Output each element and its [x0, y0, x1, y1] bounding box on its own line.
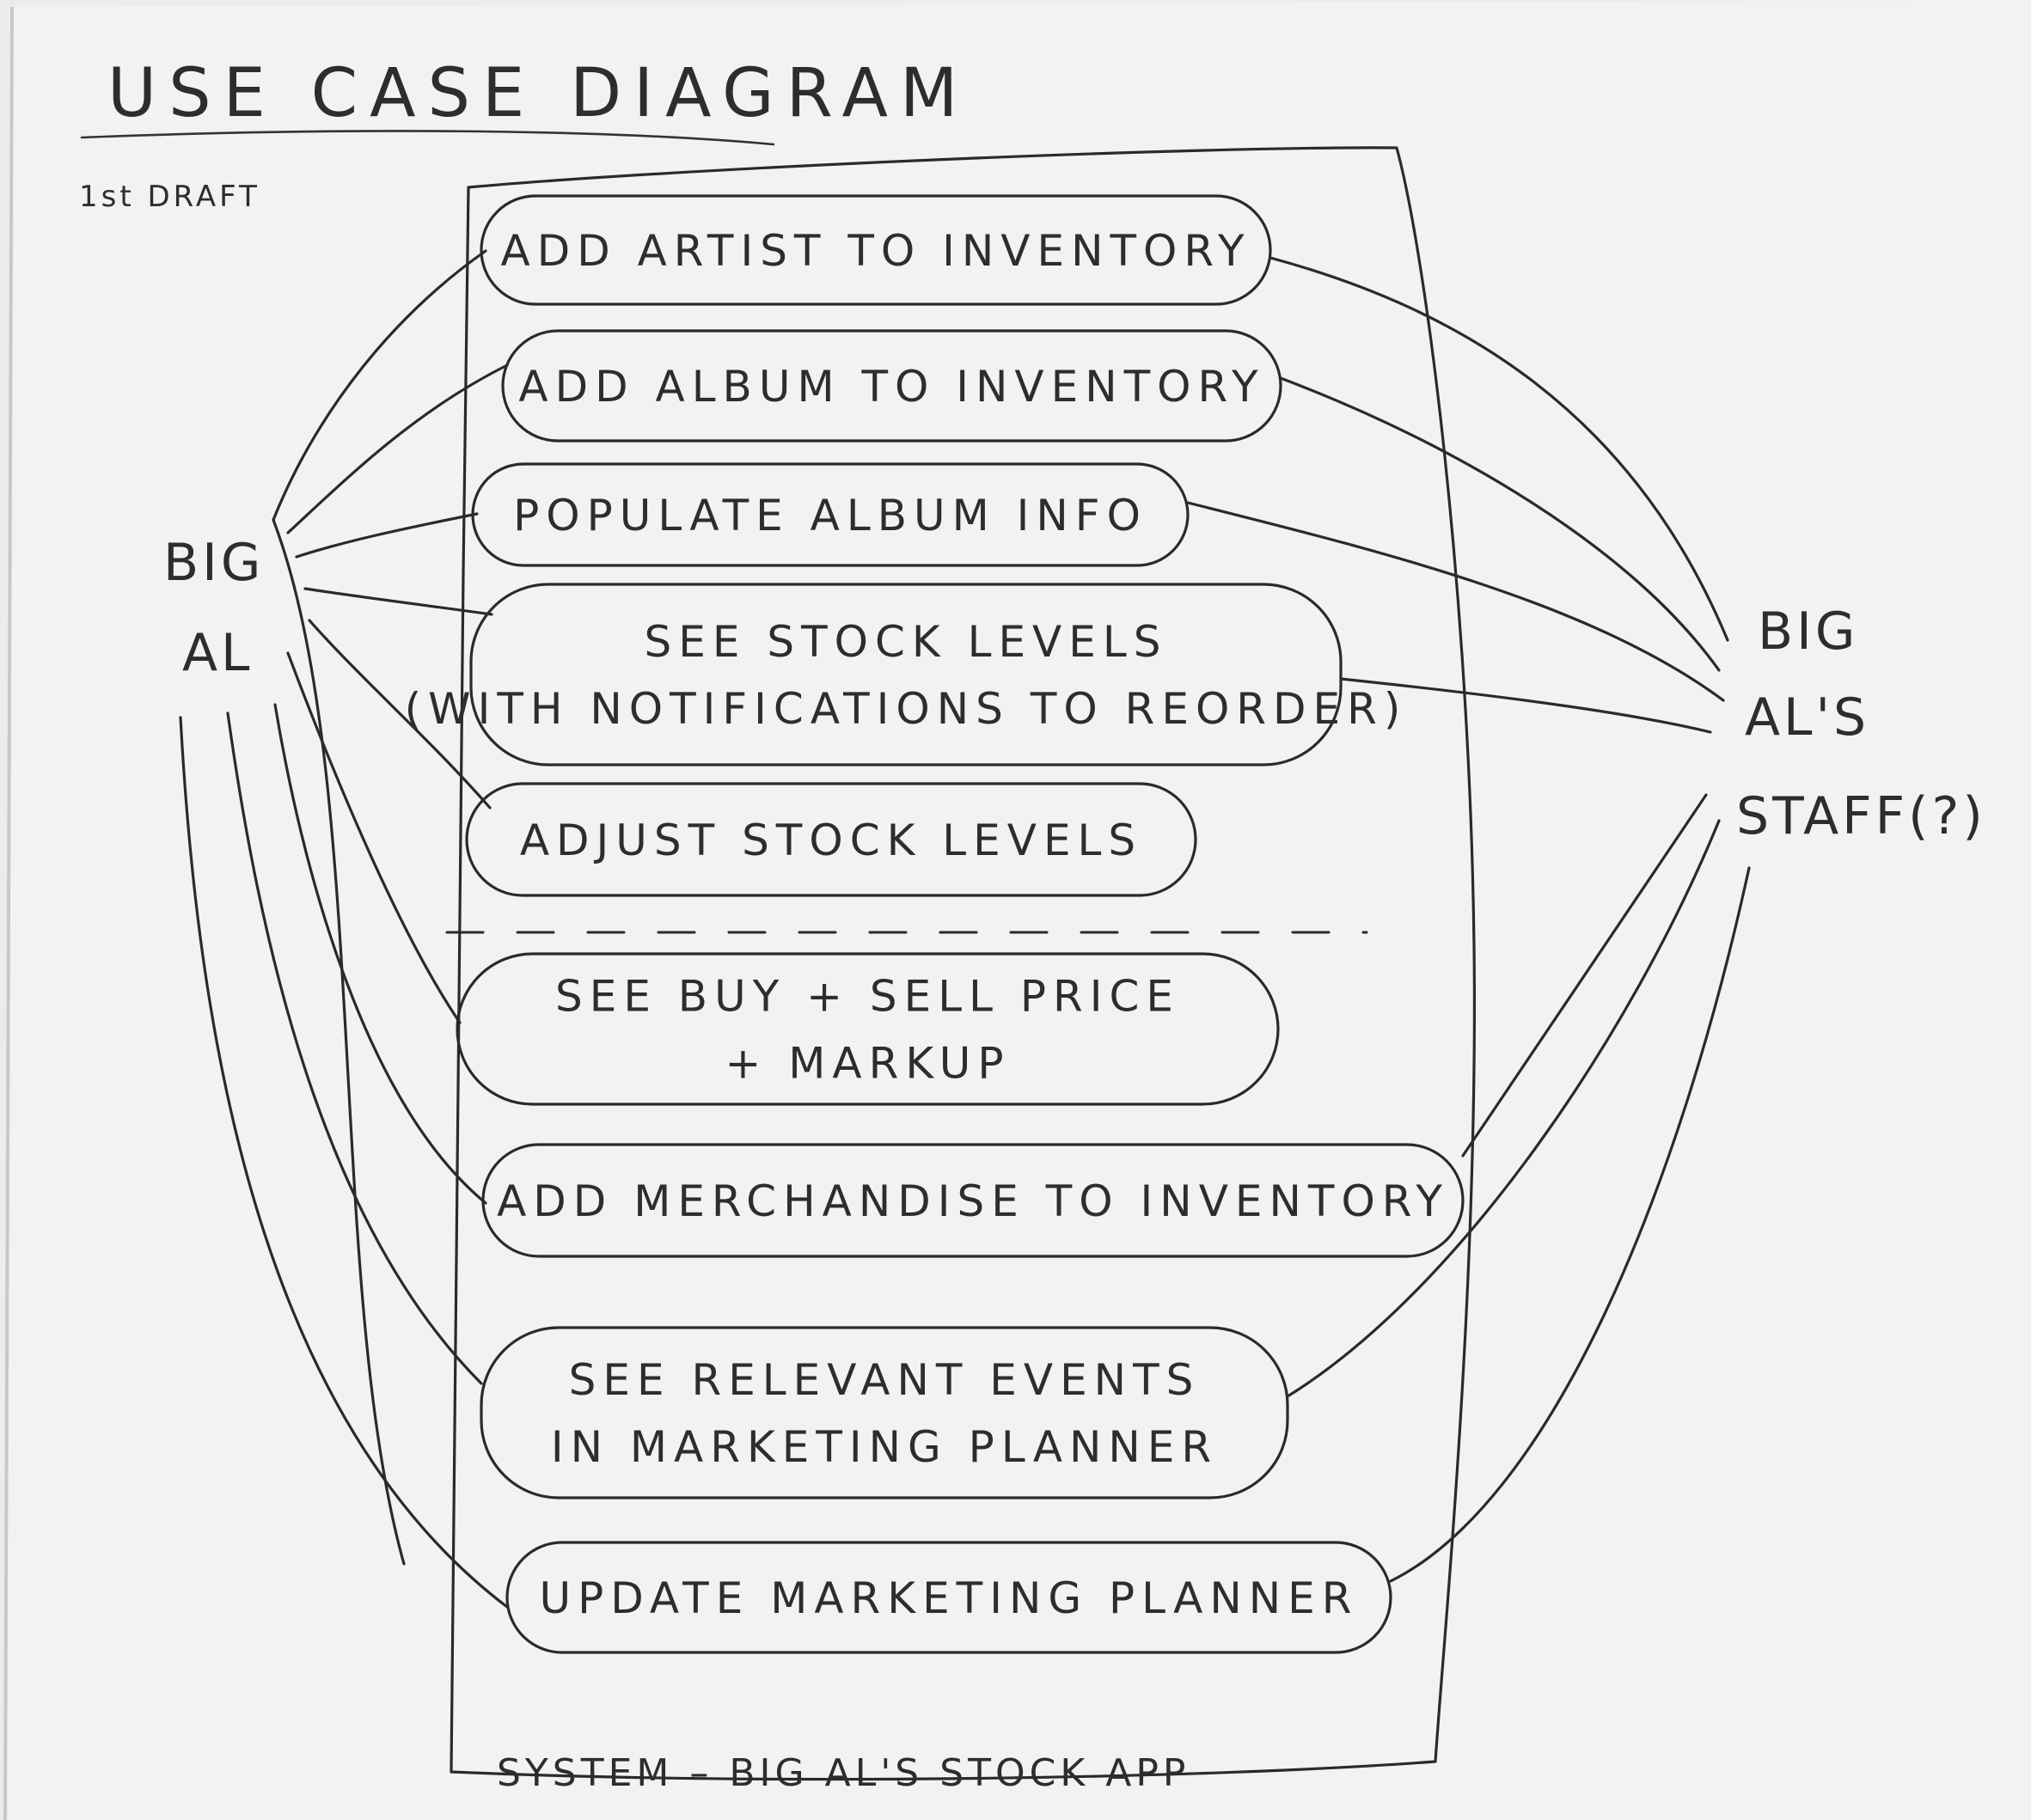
use-case-7: ADD MERCHANDISE TO INVENTORY [481, 1143, 1465, 1258]
association-line-big-al [303, 587, 493, 616]
actor-big-al-line2: AL [182, 623, 253, 683]
actor-staff-line2: AL'S [1745, 687, 1869, 748]
system-boundary [450, 146, 1477, 1781]
use-case-label: UPDATE MARKETING PLANNER [539, 1573, 1358, 1623]
system-label: SYSTEM – BIG AL'S STOCK APP [497, 1751, 1190, 1795]
use-case-label: (WITH NOTIFICATIONS TO REORDER) [405, 684, 1408, 734]
diagram-title: USE CASE DIAGRAM [107, 55, 970, 132]
use-cases: ADD ARTIST TO INVENTORY ADD ALBUM TO INVE… [405, 194, 1465, 1654]
association-lines [179, 249, 1751, 1609]
actor-big-al: BIG AL [163, 533, 264, 683]
use-case-6: SEE BUY + SELL PRICE + MARKUP [456, 952, 1280, 1106]
association-line-big-al [226, 712, 483, 1385]
association-line-big-al [272, 249, 487, 522]
use-case-label: POPULATE ALBUM INFO [513, 491, 1147, 541]
association-line-staff [1286, 819, 1721, 1398]
use-case-label: IN MARKETING PLANNER [551, 1422, 1218, 1472]
use-case-oval [501, 329, 1282, 443]
use-case-8: SEE RELEVANT EVENTS IN MARKETING PLANNER [480, 1326, 1289, 1499]
use-case-4: SEE STOCK LEVELS (WITH NOTIFICATIONS TO R… [405, 583, 1408, 766]
use-case-label: ADD ARTIST TO INVENTORY [501, 226, 1251, 276]
association-line-big-al [286, 651, 462, 1024]
association-line-big-al [179, 716, 509, 1609]
association-line-big-al [295, 512, 479, 559]
use-case-oval [480, 1326, 1289, 1499]
association-line-staff [1389, 866, 1751, 1583]
actor-big-al-line1: BIG [163, 533, 264, 593]
use-case-1: ADD ARTIST TO INVENTORY [480, 194, 1272, 306]
association-line-staff [1339, 677, 1712, 734]
use-case-oval [480, 194, 1272, 306]
use-case-label: + MARKUP [725, 1039, 1010, 1089]
association-line-big-al [273, 703, 487, 1205]
association-line-staff [1461, 793, 1708, 1157]
actor-big-als-staff: BIG AL'S STAFF(?) [1736, 602, 1986, 846]
actor-staff-line3: STAFF(?) [1736, 786, 1986, 846]
use-case-label: SEE BUY + SELL PRICE [555, 972, 1180, 1022]
use-case-label: SEE STOCK LEVELS [645, 617, 1168, 667]
association-line-staff [1269, 256, 1729, 642]
association-line-big-al [272, 518, 406, 1566]
use-case-label: ADD ALBUM TO INVENTORY [518, 362, 1264, 412]
use-case-label: SEE RELEVANT EVENTS [569, 1355, 1201, 1405]
association-line-staff [1186, 501, 1725, 702]
use-case-2: ADD ALBUM TO INVENTORY [501, 329, 1282, 443]
use-case-oval [469, 583, 1343, 766]
use-case-5: ADJUST STOCK LEVELS [465, 782, 1197, 897]
use-case-oval [481, 1143, 1465, 1258]
use-case-label: ADJUST STOCK LEVELS [520, 815, 1142, 865]
use-case-oval [505, 1541, 1392, 1654]
title-underline [80, 130, 775, 146]
association-line-staff [1279, 376, 1721, 672]
draft-note: 1st DRAFT [79, 180, 260, 214]
use-case-oval [465, 782, 1197, 897]
use-case-oval [456, 952, 1280, 1106]
actor-staff-line1: BIG [1758, 602, 1858, 662]
use-case-label: ADD MERCHANDISE TO INVENTORY [497, 1176, 1449, 1226]
use-case-9: UPDATE MARKETING PLANNER [505, 1541, 1392, 1654]
use-case-oval [471, 462, 1190, 567]
association-line-big-al [308, 619, 492, 809]
association-line-big-al [286, 363, 509, 534]
use-case-3: POPULATE ALBUM INFO [471, 462, 1190, 567]
